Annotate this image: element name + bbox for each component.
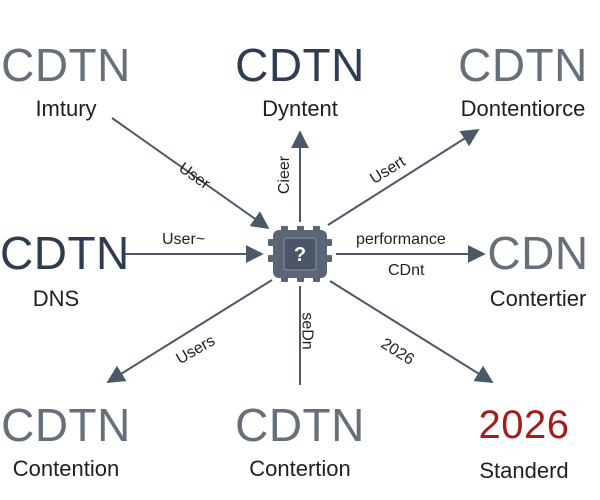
node-bottom-right: 2026 Standerd xyxy=(460,400,588,484)
hub-symbol: ? xyxy=(294,244,306,266)
node-subtitle: DNS xyxy=(32,286,80,311)
node-subtitle: Imtury xyxy=(35,96,97,121)
edge-label-mid-left: User~ xyxy=(162,231,206,248)
node-title: CDTN xyxy=(1,39,131,91)
node-subtitle: Contention xyxy=(12,456,120,481)
node-subtitle: Dyntent xyxy=(262,96,338,121)
node-subtitle: Standerd xyxy=(479,458,569,483)
edge-label-top-center: Cieer xyxy=(276,155,294,195)
edge-label-bottom-center: seDn xyxy=(298,312,316,350)
arrow-top-right xyxy=(327,129,480,226)
hub-chip-icon: ? xyxy=(268,226,332,282)
node-title: CDTN xyxy=(1,399,131,451)
arrow-top-left xyxy=(111,117,270,230)
edge-label-mid-right-bottom: CDnt xyxy=(388,262,425,279)
node-title: CDTN xyxy=(235,39,365,91)
node-title: CDTN xyxy=(0,227,130,279)
node-top-right: CDTN Dontentiorce xyxy=(446,40,600,122)
arrow-bottom-right xyxy=(329,280,494,383)
node-bottom-center: CDTN Contertion xyxy=(222,400,378,482)
node-subtitle: Contertion xyxy=(249,456,351,481)
edge-label-mid-right-top: performance xyxy=(356,231,446,248)
node-title: CDN xyxy=(487,227,589,279)
arrow-bottom-left xyxy=(106,279,273,383)
node-bottom-left: CDTN Contention xyxy=(0,400,132,482)
node-subtitle: Dontentiorce xyxy=(460,96,586,121)
node-mid-left: CDTN DNS xyxy=(0,227,130,312)
node-subtitle: Contertier xyxy=(489,286,587,311)
node-top-left: CDTN Imtury xyxy=(0,40,132,122)
node-title: CDTN xyxy=(235,399,365,451)
node-mid-right: CDN Contertier xyxy=(476,228,600,312)
node-top-center: CDTN Dyntent xyxy=(226,40,374,122)
node-title: 2026 xyxy=(478,403,570,447)
node-title: CDTN xyxy=(458,39,588,91)
